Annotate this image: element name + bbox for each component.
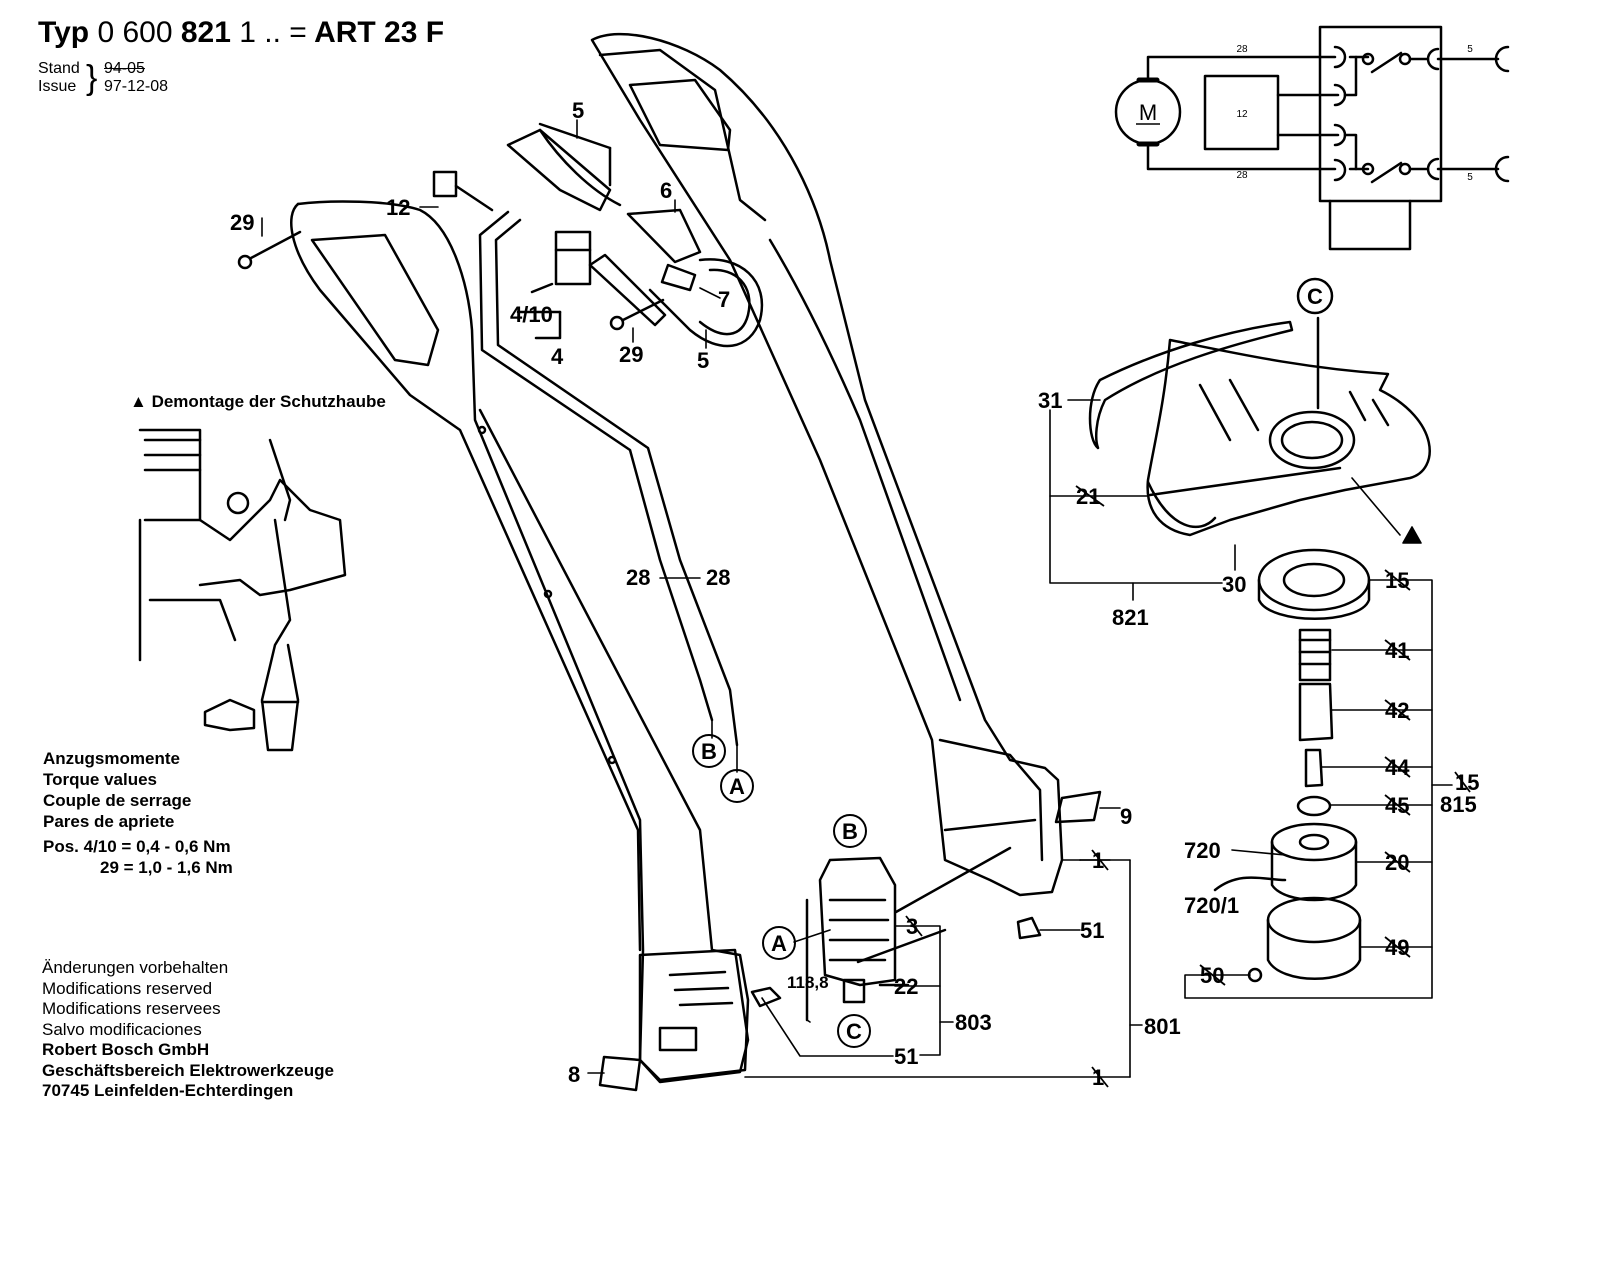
connector-b-label: B xyxy=(842,819,858,844)
switch-part xyxy=(432,170,592,340)
torque-value: Pos. 4/10 = 0,4 - 0,6 Nm xyxy=(43,837,231,856)
connector-c-label: C xyxy=(1307,284,1323,309)
dimension-label: 118,8 xyxy=(787,973,829,992)
typ-number-c: 1 .. = xyxy=(239,16,307,49)
part-label: 821 xyxy=(1112,605,1149,630)
part-label: 12 xyxy=(386,195,410,220)
note-line: Modifications reservees xyxy=(42,999,221,1018)
guard-assembly xyxy=(1088,277,1431,537)
typ-number-b: 821 xyxy=(180,16,231,49)
power-cord xyxy=(506,122,764,348)
part-label: 815 xyxy=(1440,792,1477,817)
page-title: Typ 0 600 821 1 .. = ART 23 F xyxy=(38,16,444,50)
company-line: Robert Bosch GmbH xyxy=(42,1040,210,1059)
revision-block: Stand Issue } 94-05 97-12-08 xyxy=(38,60,168,96)
lead-label: 5 xyxy=(1467,44,1473,55)
part-label: 31 xyxy=(1038,388,1062,413)
demontage-text: Demontage der Schutzhaube xyxy=(151,392,386,411)
wire-label: 28 xyxy=(1236,170,1248,181)
torque-line: Anzugsmomente xyxy=(43,749,180,768)
part-label: 6 xyxy=(660,178,672,203)
lead-label: 5 xyxy=(1467,172,1473,183)
part-label: 22 xyxy=(894,974,918,999)
model-name: ART 23 F xyxy=(314,16,445,49)
part-label: 29 xyxy=(619,342,643,367)
company-line: Geschäftsbereich Elektrowerkzeuge xyxy=(42,1060,334,1080)
part-label: 51 xyxy=(1080,918,1104,943)
part-label: 15 xyxy=(1455,770,1479,795)
connector-a-label: A xyxy=(771,931,787,956)
letter-circles xyxy=(692,734,871,1048)
strike-marks xyxy=(905,485,1471,1088)
note-line: Salvo modificaciones xyxy=(42,1019,202,1039)
motor-label: M xyxy=(1139,100,1157,125)
part-label: 5 xyxy=(697,348,709,373)
callout-lines xyxy=(261,119,1453,1078)
part-label: 30 xyxy=(1222,572,1246,597)
brace-glyph: } xyxy=(86,59,98,97)
demontage-caption: ▲ Demontage der Schutzhaube xyxy=(130,392,386,412)
part-label: 7 xyxy=(718,287,730,312)
left-housing-tube xyxy=(290,200,750,1084)
connector-a-label: A xyxy=(729,774,745,799)
wire-label: 28 xyxy=(1236,44,1248,55)
stand-label: Stand xyxy=(38,60,80,77)
cable-28 xyxy=(478,210,739,747)
part-label: 803 xyxy=(955,1010,992,1035)
part-label: 5 xyxy=(572,98,584,123)
part-label: 801 xyxy=(1144,1014,1181,1039)
notes-block: Änderungen vorbehalten Modifications res… xyxy=(42,958,334,1102)
demontage-inset xyxy=(138,428,347,752)
part-label: 8 xyxy=(568,1062,580,1087)
torque-value: 29 = 1,0 - 1,6 Nm xyxy=(100,858,233,877)
typ-label: Typ xyxy=(38,16,90,49)
connector-b-label: B xyxy=(701,739,717,764)
note-line: Modifications reserved xyxy=(42,978,213,998)
switch-housing xyxy=(1318,25,1443,203)
part-label: 51 xyxy=(894,1044,918,1069)
motor-assembly xyxy=(805,846,1012,1022)
company-line: 70745 Leinfelden-Echterdingen xyxy=(42,1081,294,1100)
small-parts xyxy=(598,790,1102,1092)
right-housing xyxy=(590,32,1064,897)
torque-line: Torque values xyxy=(43,770,157,789)
note-line: Änderungen vorbehalten xyxy=(42,958,229,977)
torque-line: Pares de apriete xyxy=(43,812,175,831)
circuit-diagram xyxy=(1114,25,1510,251)
torque-line: Couple de serrage xyxy=(43,791,192,810)
stand-date: 94-05 xyxy=(104,60,145,77)
triangle-icon: ▲ xyxy=(130,392,147,411)
part-label: 720/1 xyxy=(1184,893,1239,918)
part-label: 720 xyxy=(1184,838,1221,863)
issue-date: 97-12-08 xyxy=(104,78,169,95)
part-label: 28 xyxy=(626,565,650,590)
typ-number-a: 0 600 xyxy=(97,16,173,49)
part-label: 9 xyxy=(1120,804,1132,829)
module-box xyxy=(1203,74,1280,151)
screw-icons xyxy=(237,230,665,331)
part-label: 29 xyxy=(230,210,254,235)
part-label: 28 xyxy=(706,565,730,590)
module-label: 12 xyxy=(1236,109,1248,120)
connector-c-label: C xyxy=(846,1019,862,1044)
part-label: 4 xyxy=(551,344,564,369)
issue-label: Issue xyxy=(38,78,77,95)
torque-block: Anzugsmomente Torque values Couple de se… xyxy=(43,748,233,878)
part-label: 4/10 xyxy=(510,302,553,327)
